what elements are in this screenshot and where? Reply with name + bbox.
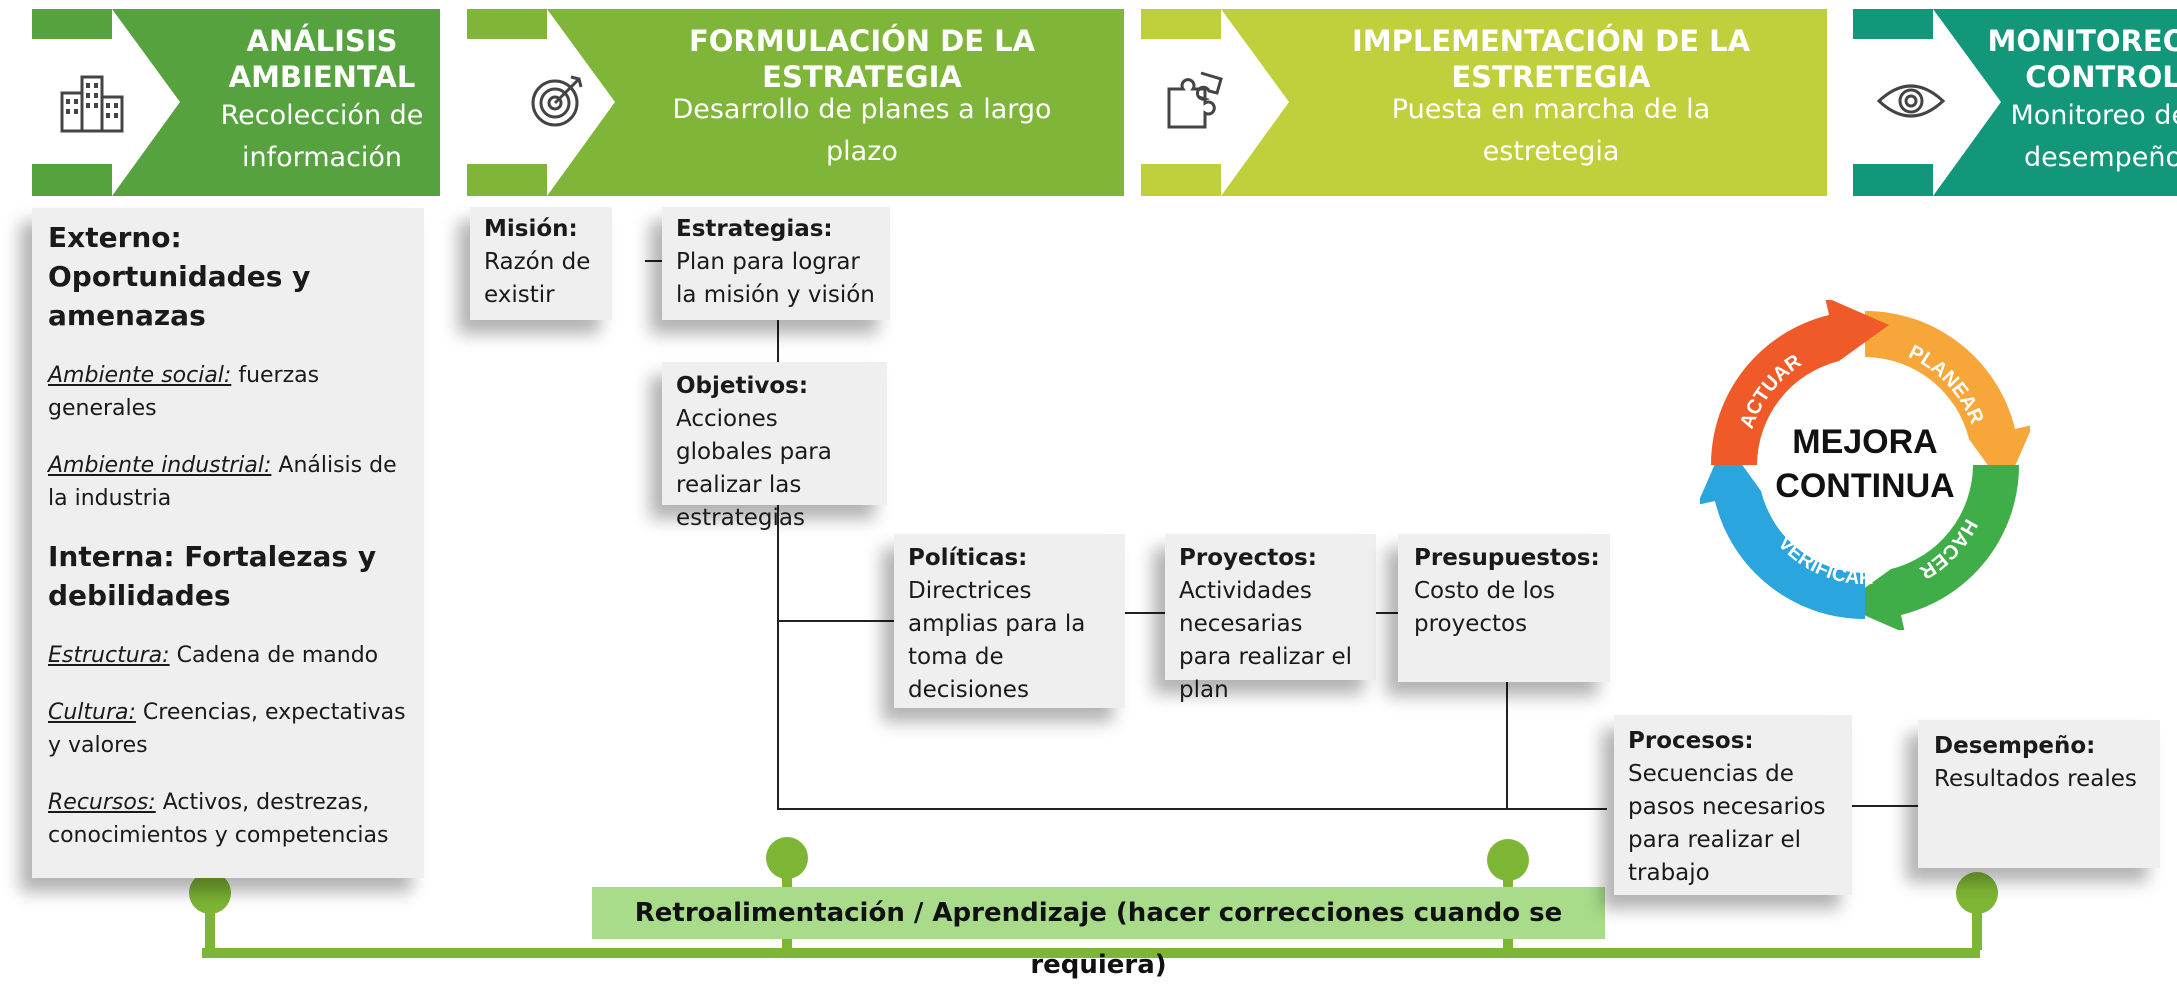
card-title: Procesos:: [1628, 728, 1754, 754]
phase-title: ESTRETEGIA: [1451, 60, 1651, 94]
phase-title: CONTROL: [2025, 60, 2177, 94]
card-title: Políticas:: [908, 545, 1028, 571]
card-title: Misión:: [484, 216, 578, 242]
phase-title: IMPLEMENTACIÓN DE LA: [1351, 24, 1751, 58]
item-text: Cadena de mando: [169, 643, 379, 668]
card-politicas: Políticas: Directrices amplias para la t…: [894, 534, 1125, 708]
card-desempeno: Desempeño: Resultados reales: [1918, 720, 2160, 868]
cycle-segment-planear: [1865, 310, 2030, 489]
connector-line: [645, 260, 662, 262]
phase-subtitle: información: [241, 142, 403, 173]
card-title: Presupuestos:: [1414, 545, 1600, 571]
card-proyectos: Proyectos: Actividades necesarias para r…: [1165, 534, 1376, 703]
cycle-segment-verificar: [1700, 441, 1865, 620]
phase-title: ESTRATEGIA: [762, 60, 962, 94]
phase-subtitle: estretegia: [1482, 136, 1620, 167]
card-title: Estrategias:: [676, 216, 833, 242]
connector-line: [1506, 682, 1508, 810]
target-icon: [531, 75, 583, 127]
card-mision: Misión: Razón de existir: [470, 207, 612, 320]
phase-title: ANÁLISIS: [246, 24, 398, 58]
analysis-panel: Externo: Oportunidades y amenazas Ambien…: [32, 208, 424, 878]
phase-subtitle: desempeño: [2023, 142, 2177, 173]
phase-subtitle: Puesta en marcha de la: [1391, 94, 1711, 125]
phase-analisis-ambiental: ANÁLISIS AMBIENTAL Recolección de inform…: [32, 9, 440, 196]
phase-subtitle: Monitoreo del: [2010, 100, 2177, 131]
connector-line: [777, 320, 779, 362]
phase-arrow-shape: [1141, 9, 1289, 196]
card-body: Plan para lograr la misión y visión: [676, 249, 875, 308]
phase-implementacion: IMPLEMENTACIÓN DE LA ESTRETEGIA Puesta e…: [1141, 9, 1827, 196]
card-objetivos: Objetivos: Acciones globales para realiz…: [662, 362, 887, 531]
phase-subtitle: plazo: [826, 136, 898, 167]
cycle-segment-hacer: [1841, 465, 2020, 630]
eye-icon: [1876, 84, 1946, 118]
card-body: Razón de existir: [484, 249, 591, 308]
connector-line: [1852, 805, 1918, 807]
analysis-item-structure: Estructura: Cadena de mando: [48, 639, 408, 672]
analysis-item-resources: Recursos: Activos, destrezas, conocimien…: [48, 786, 408, 852]
card-body: Acciones globales para realizar las estr…: [676, 406, 832, 531]
card-title: Desempeño:: [1934, 733, 2096, 759]
phase-subtitle: Recolección de: [220, 100, 424, 131]
card-body: Directrices amplias para la toma de deci…: [908, 578, 1086, 703]
item-label: Ambiente social:: [48, 363, 232, 388]
puzzle-icon: [1167, 71, 1223, 129]
connector-line: [777, 505, 779, 810]
card-estrategias: Estrategias: Plan para lograr la misión …: [662, 207, 890, 320]
item-text: Creencias, expectativas y valores: [48, 700, 406, 758]
item-text: fuerzas generales: [48, 363, 320, 421]
item-label: Ambiente industrial:: [48, 453, 272, 478]
item-text: Análisis de la industria: [48, 453, 397, 511]
card-presupuestos: Presupuestos: Costo de los proyectos: [1398, 534, 1610, 682]
card-body: Costo de los proyectos: [1414, 578, 1556, 637]
item-label: Estructura:: [48, 643, 170, 668]
item-text: Activos, destrezas, conocimientos y comp…: [48, 790, 389, 848]
phase-monitoreo: MONITOREO Y CONTROL Monitoreo del desemp…: [1853, 9, 2177, 196]
analysis-item-social: Ambiente social: fuerzas generales: [48, 359, 408, 425]
feedback-label: Retroalimentación / Aprendizaje (hacer c…: [592, 887, 1605, 980]
phase-subtitle: Desarrollo de planes a largo: [672, 94, 1052, 125]
cycle-center-text: MEJORA: [1792, 423, 1937, 461]
cycle-segment-actuar: [1710, 300, 1889, 465]
connector-line: [1125, 612, 1165, 614]
buildings-icon: [60, 75, 124, 133]
connector-line: [777, 808, 1607, 810]
card-body: Actividades necesarias para realizar el …: [1179, 578, 1353, 703]
phase-title: FORMULACIÓN DE LA: [688, 24, 1036, 58]
external-heading: Externo: Oportunidades y amenazas: [48, 221, 311, 332]
analysis-item-industrial: Ambiente industrial: Análisis de la indu…: [48, 449, 408, 515]
phase-title: MONITOREO Y: [1987, 24, 2177, 58]
item-label: Cultura:: [48, 700, 136, 725]
phase-formulacion: FORMULACIÓN DE LA ESTRATEGIA Desarrollo …: [467, 9, 1124, 196]
connector-line: [1376, 612, 1398, 614]
card-procesos: Procesos: Secuencias de pasos necesarios…: [1614, 715, 1852, 895]
phase-arrow-shape: [32, 9, 180, 196]
analysis-item-culture: Cultura: Creencias, expectativas y valor…: [48, 696, 408, 762]
item-label: Recursos:: [48, 790, 156, 815]
card-body: Secuencias de pasos necesarios para real…: [1628, 761, 1826, 886]
connector-line: [777, 620, 894, 622]
card-title: Proyectos:: [1179, 545, 1317, 571]
internal-heading: Interna: Fortalezas y debilidades: [48, 540, 377, 612]
phase-arrow-shape: [1853, 9, 2001, 196]
card-title: Objetivos:: [676, 373, 809, 399]
card-body: Resultados reales: [1934, 766, 2137, 792]
mejora-continua-cycle: PLANEAR HACER VERIFICAR ACTUAR MEJORA CO…: [1700, 300, 2030, 630]
phase-title: AMBIENTAL: [228, 60, 416, 94]
cycle-center-text: CONTINUA: [1775, 467, 1954, 505]
